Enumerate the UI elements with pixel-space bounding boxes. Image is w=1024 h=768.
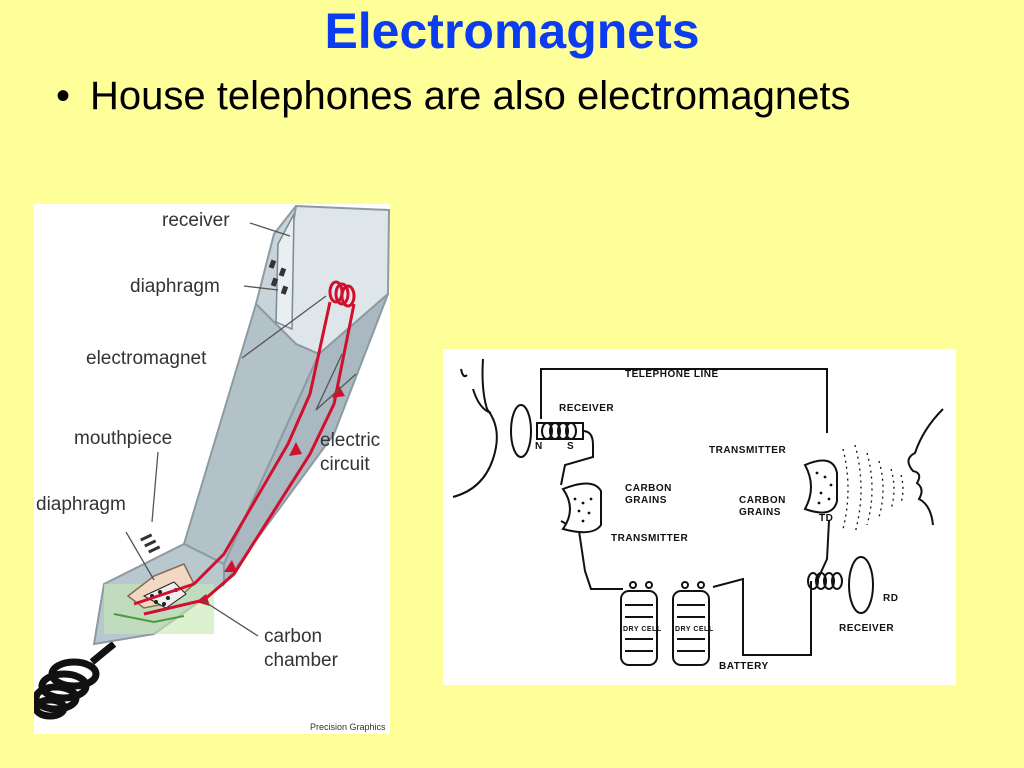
carbon-grains (573, 471, 833, 523)
label-chamber: chamber (264, 650, 339, 671)
telephone-circuit-diagram: TELEPHONE LINE RECEIVER N S CARBON GRAIN… (443, 349, 956, 685)
label-receiver: receiver (162, 210, 230, 231)
bullet-dot: • (56, 74, 71, 118)
receiver-diaphragm-right (848, 556, 874, 614)
label-transmitter-left: TRANSMITTER (611, 533, 688, 544)
label-receiver-right: RECEIVER (839, 623, 894, 634)
slide-title: Electromagnets (324, 3, 700, 59)
label-dry-cell-1: DRY CELL (623, 626, 662, 633)
receiver-coil-right (807, 572, 843, 590)
transmitter-left (561, 482, 602, 534)
leader-lines (125, 222, 357, 637)
label-mouthpiece: mouthpiece (74, 428, 172, 449)
label-diaphragm-top: diaphragm (130, 276, 220, 297)
receiver-coil-left (536, 422, 584, 440)
label-diaphragm-bottom: diaphragm (36, 494, 126, 515)
bullet-text: House telephones are also electromagnets (90, 74, 851, 118)
face-sketch (907, 408, 944, 526)
image-credit: Precision Graphics (310, 722, 386, 732)
label-grains-right: GRAINS (739, 507, 781, 518)
label-n: N (535, 441, 543, 452)
handset-body (92, 204, 391, 646)
electromagnet-coil (328, 280, 356, 308)
circuit-svg: TELEPHONE LINE RECEIVER N S CARBON GRAIN… (452, 358, 944, 672)
label-td: TD (819, 513, 833, 524)
label-carbon-right: CARBON (739, 495, 786, 506)
label-carbon-left: CARBON (625, 483, 672, 494)
telephone-line-wire (540, 368, 828, 433)
receiver-diaphragm-left (510, 404, 532, 458)
label-transmitter-right: TRANSMITTER (709, 445, 786, 456)
label-telephone-line: TELEPHONE LINE (625, 369, 719, 380)
sound-waves (842, 444, 904, 534)
label-circuit: circuit (320, 454, 370, 475)
label-electric: electric (320, 430, 380, 451)
label-grains-left: GRAINS (625, 495, 667, 506)
ear-sketch (452, 358, 498, 498)
label-receiver-left: RECEIVER (559, 403, 614, 414)
handset-diagram: receiver diaphragm electromagnet mouthpi… (32, 204, 391, 734)
label-s: S (567, 441, 574, 452)
coiled-cord (32, 641, 117, 720)
bullet-item: • House telephones are also electromagnet… (56, 74, 850, 119)
label-rd: RD (883, 593, 898, 604)
label-battery: BATTERY (719, 661, 769, 672)
transmitter-right (803, 459, 838, 514)
battery-cells (620, 581, 710, 666)
label-dry-cell-2: DRY CELL (675, 626, 714, 633)
label-electromagnet: electromagnet (86, 348, 207, 369)
label-carbon: carbon (264, 626, 322, 647)
handset-svg: receiver diaphragm electromagnet mouthpi… (32, 204, 391, 732)
